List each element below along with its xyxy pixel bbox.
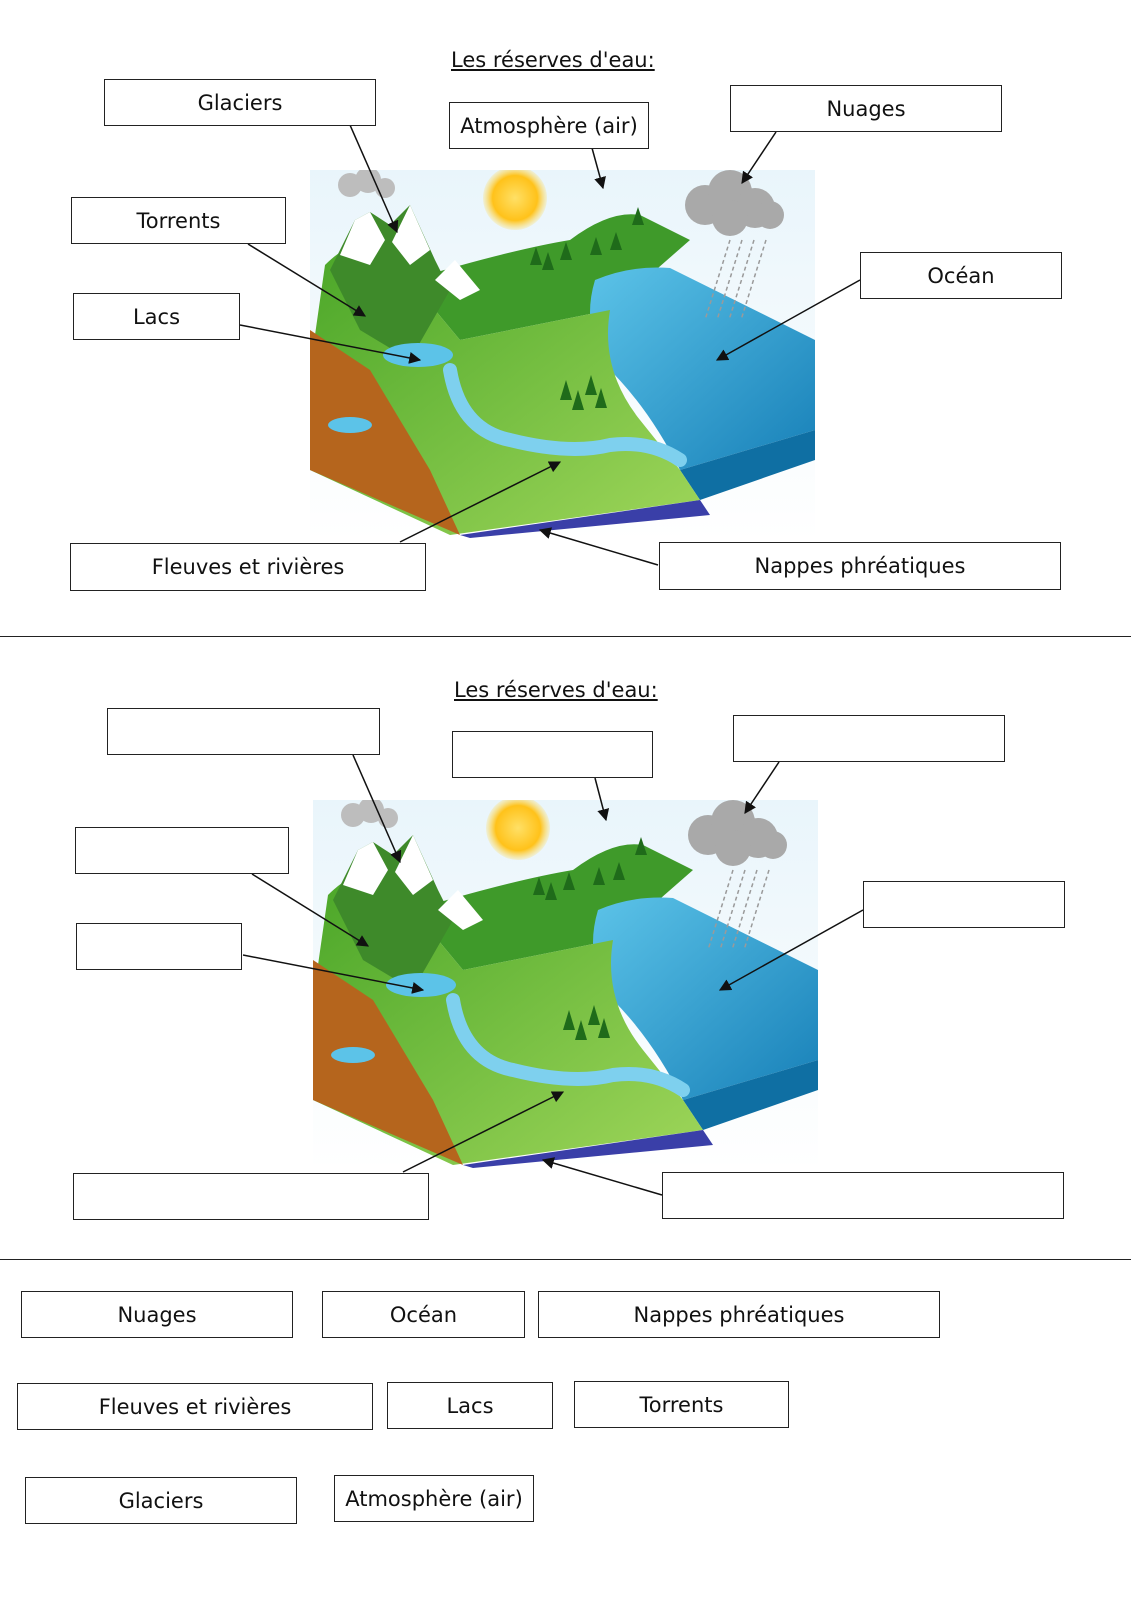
label-fleuves: Fleuves et rivières: [70, 543, 426, 591]
label-glaciers: Glaciers: [104, 79, 376, 126]
word-bank-item[interactable]: Lacs: [387, 1382, 553, 1429]
blank-ocean[interactable]: [863, 881, 1065, 928]
label-torrents: Torrents: [71, 197, 286, 244]
blank-nuages[interactable]: [733, 715, 1005, 762]
water-cycle-illustration-blank: [313, 800, 818, 1170]
label-nuages: Nuages: [730, 85, 1002, 132]
label-ocean: Océan: [860, 252, 1062, 299]
word-bank-item[interactable]: Océan: [322, 1291, 525, 1338]
label-atmosphere: Atmosphère (air): [449, 102, 649, 149]
blank-fleuves[interactable]: [73, 1173, 429, 1220]
divider-2: [0, 1259, 1131, 1260]
word-bank-item[interactable]: Nappes phréatiques: [538, 1291, 940, 1338]
word-bank-item[interactable]: Atmosphère (air): [334, 1475, 534, 1522]
water-cycle-illustration: [310, 170, 815, 540]
blank-atmosphere[interactable]: [452, 731, 653, 778]
blank-torrents[interactable]: [75, 827, 289, 874]
blank-lacs[interactable]: [76, 923, 242, 970]
section-2-title: Les réserves d'eau:: [454, 678, 658, 702]
word-bank-item[interactable]: Glaciers: [25, 1477, 297, 1524]
word-bank-item[interactable]: Nuages: [21, 1291, 293, 1338]
blank-nappes[interactable]: [662, 1172, 1064, 1219]
label-nappes: Nappes phréatiques: [659, 542, 1061, 590]
section-1-title: Les réserves d'eau:: [451, 48, 655, 72]
blank-glaciers[interactable]: [107, 708, 380, 755]
word-bank-item[interactable]: Fleuves et rivières: [17, 1383, 373, 1430]
word-bank-item[interactable]: Torrents: [574, 1381, 789, 1428]
label-lacs: Lacs: [73, 293, 240, 340]
divider-1: [0, 636, 1131, 637]
